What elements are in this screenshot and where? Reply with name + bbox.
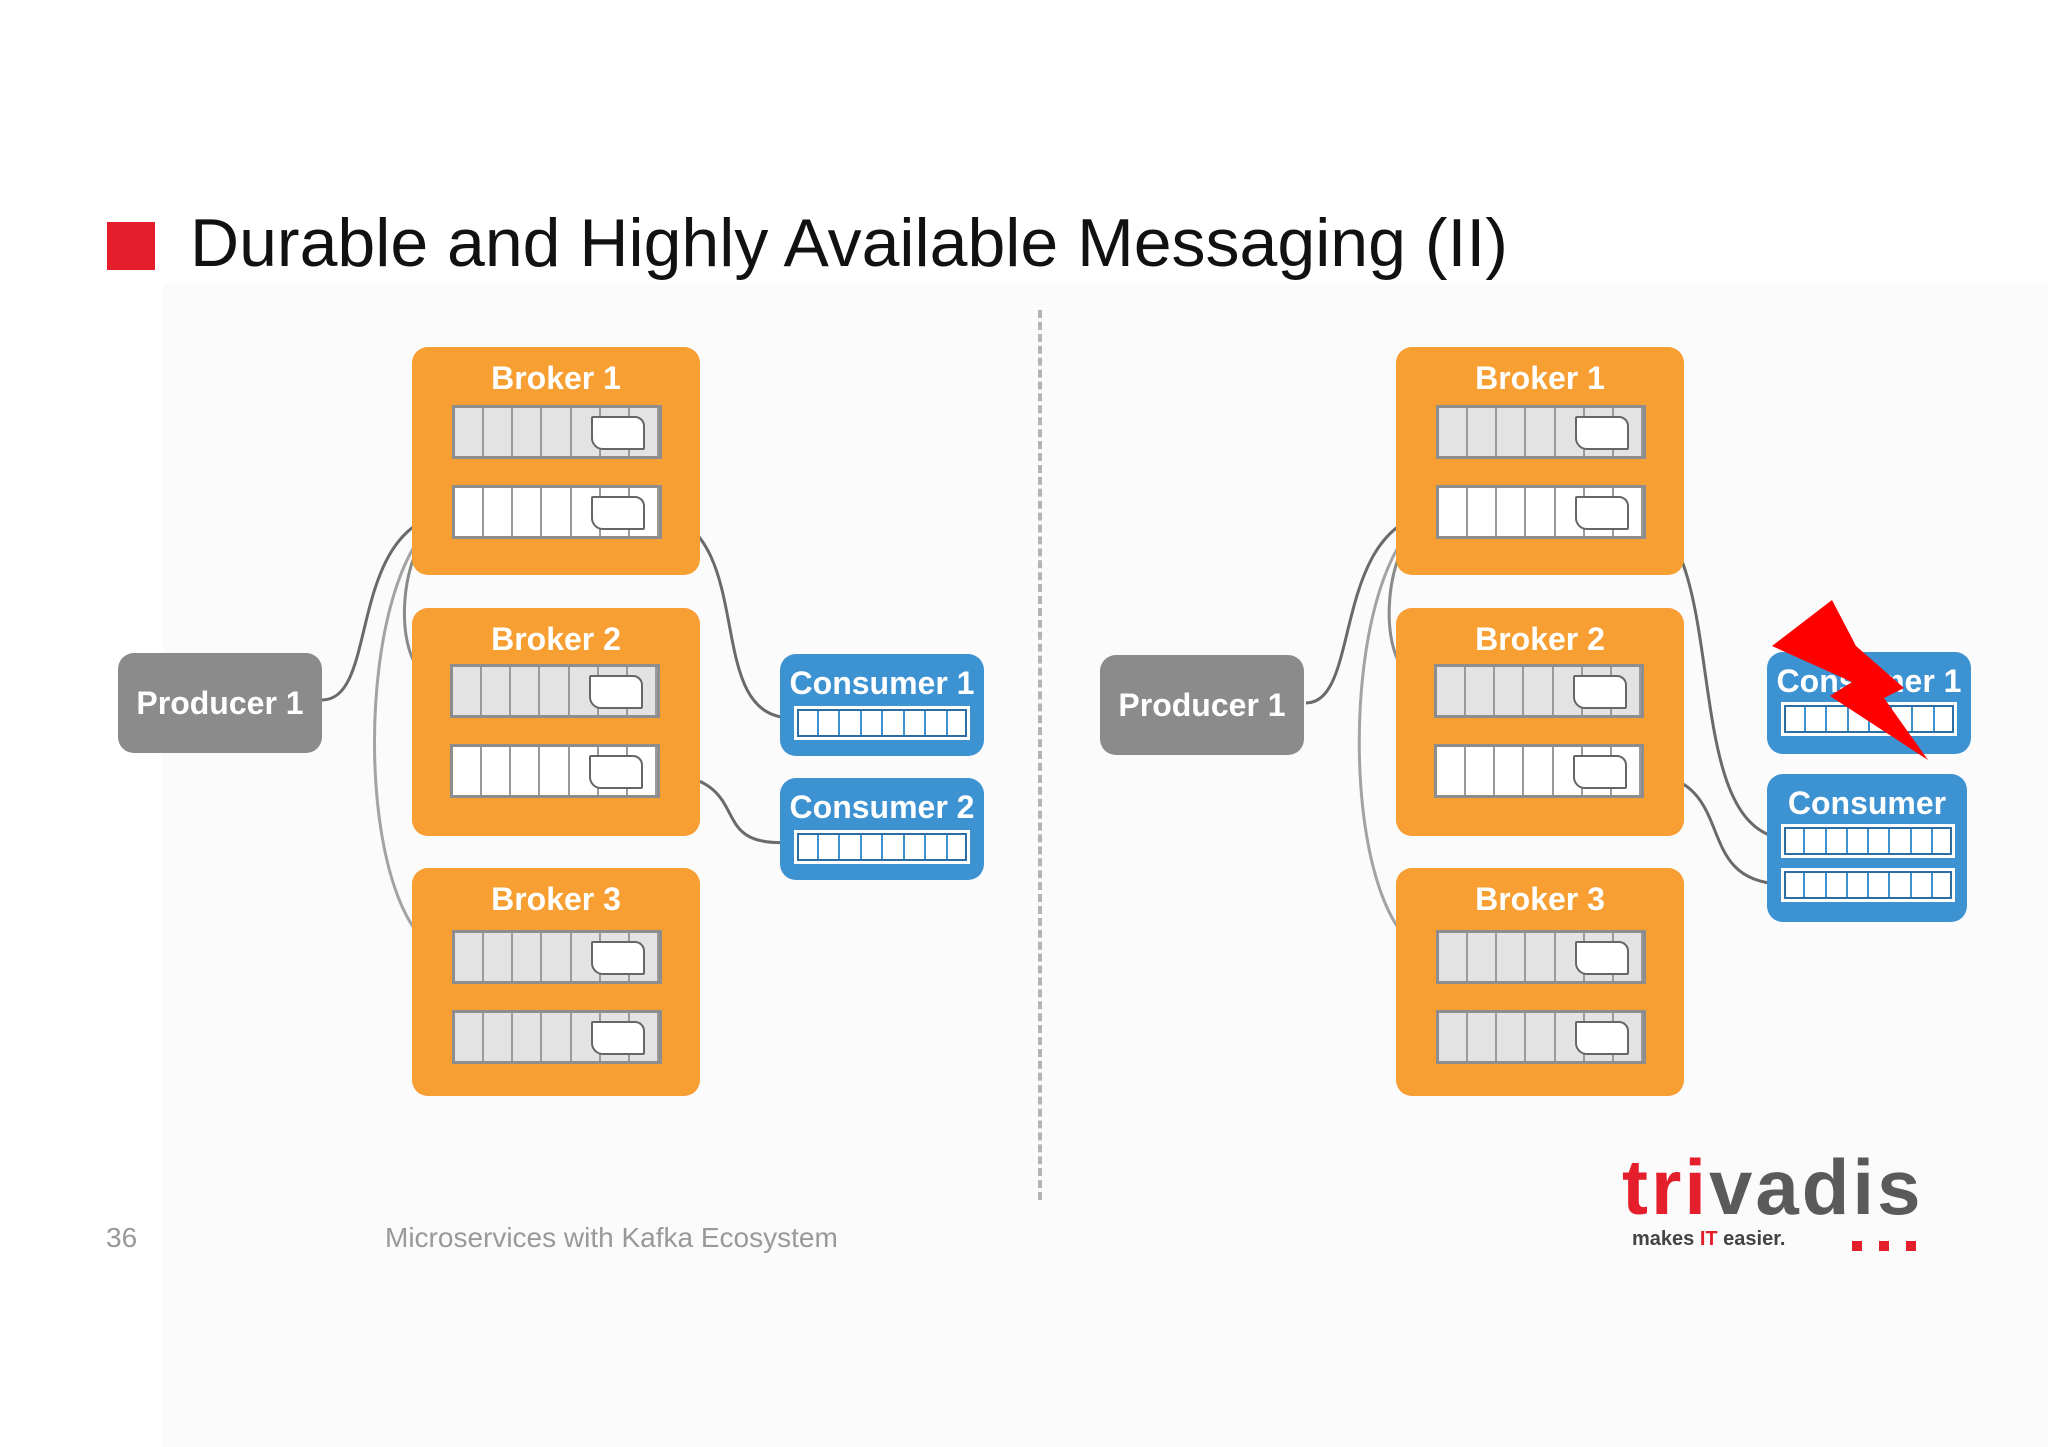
partition-log-follower [1436,930,1646,984]
broker-node-2: Broker 2 [412,608,700,836]
partition-log-follower [452,930,662,984]
message-icon [1575,416,1629,450]
partition-log-follower [452,405,662,459]
broker-node-3: Broker 3 [1396,868,1684,1096]
message-icon [591,941,645,975]
message-icon [591,416,645,450]
message-icon [1573,755,1627,789]
partition-log-follower [1436,1010,1646,1064]
title-bullet-square [107,222,155,270]
consumer-label: Consumer 1 [789,665,975,701]
message-icon [591,496,645,530]
consumer-node-rebalanced: Consumer [1767,774,1967,922]
producer-label: Producer 1 [136,685,304,721]
partition-log-follower [1434,664,1644,718]
lightning-bolt-icon [1772,600,1928,760]
logo-tagline: makes IT easier. [1632,1228,1786,1250]
consumer-offset-log [794,706,970,740]
message-icon [589,675,643,709]
broker-node-3: Broker 3 [412,868,700,1096]
broker-label: Broker 2 [1475,621,1605,657]
broker-node-1: Broker 1 [412,347,700,575]
partition-log-follower [452,1010,662,1064]
footer-text: Microservices with Kafka Ecosystem [385,1222,838,1253]
message-icon [589,755,643,789]
message-icon [1575,1021,1629,1055]
consumer-offset-log [1781,868,1955,902]
consumer-node-2: Consumer 2 [780,778,984,880]
consumer-offset-log [794,830,970,864]
slide-number: 36 [106,1222,138,1253]
broker-label: Broker 3 [1475,881,1605,917]
producer-node: Producer 1 [1100,655,1304,755]
slide-title: Durable and Highly Available Messaging (… [190,205,1508,281]
consumer-label: Consumer [1787,785,1947,821]
consumer-label: Consumer 2 [789,789,975,825]
consumer-node-1: Consumer 1 [780,654,984,756]
partition-log-follower [450,664,660,718]
partition-log-leader [452,485,662,539]
partition-log-leader [450,744,660,798]
broker-label: Broker 1 [491,360,621,396]
partition-log-leader [1436,485,1646,539]
partition-log-follower [1436,405,1646,459]
dashed-divider [1038,310,1042,1200]
broker-node-2: Broker 2 [1396,608,1684,836]
logo-dots [1852,1241,1916,1251]
producer-node: Producer 1 [118,653,322,753]
trivadis-logo: trivadis [1622,1143,1924,1231]
broker-node-1: Broker 1 [1396,347,1684,575]
broker-label: Broker 2 [491,621,621,657]
message-icon [591,1021,645,1055]
message-icon [1573,675,1627,709]
consumer-offset-log [1781,824,1955,858]
broker-label: Broker 1 [1475,360,1605,396]
partition-log-leader [1434,744,1644,798]
producer-label: Producer 1 [1118,687,1286,723]
message-icon [1575,941,1629,975]
message-icon [1575,496,1629,530]
broker-label: Broker 3 [491,881,621,917]
